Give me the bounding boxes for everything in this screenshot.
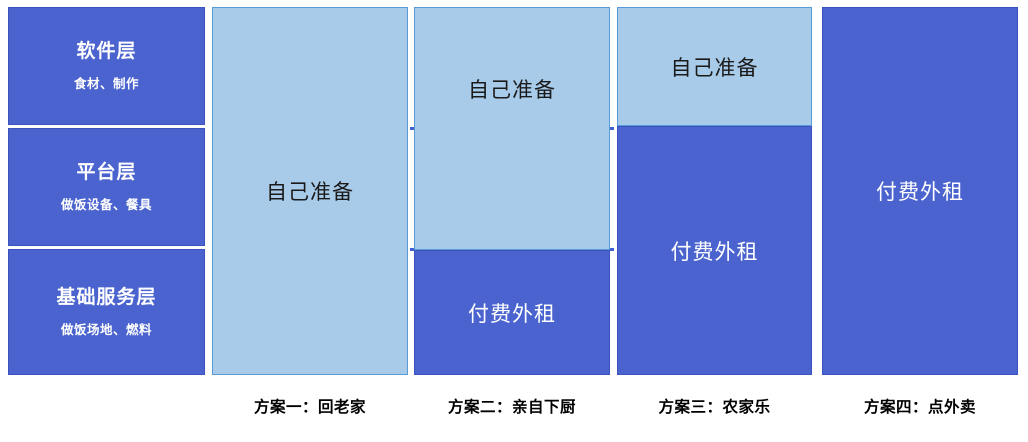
option-4-block-paid-rental[interactable]: 付费外租 [822,7,1018,375]
option-2-block-self-prepared[interactable]: 自己准备 [414,7,610,250]
layer-box-platform[interactable]: 平台层 做饭设备、餐具 [8,128,205,246]
layer-title-software: 软件层 [76,40,137,62]
caption-option-2: 方案二：亲自下厨 [447,399,576,416]
option-1-block-self-prepared[interactable]: 自己准备 [212,7,408,375]
layer-subtitle-infrastructure: 做饭场地、燃料 [60,323,152,338]
option-3-upper-label: 自己准备 [670,56,759,80]
caption-option-3: 方案三：农家乐 [658,399,771,416]
option-3-lower-label: 付费外租 [670,240,759,264]
option-2-upper-label: 自己准备 [468,78,556,102]
option-2-block-paid-rental[interactable]: 付费外租 [414,250,610,375]
caption-row: 方案一：回老家 方案二：亲自下厨 方案三：农家乐 方案四：点外卖 [0,395,1028,425]
option-column-1: 自己准备 [212,7,408,375]
layer-title-platform: 平台层 [76,161,137,183]
option-4-block-label: 付费外租 [876,181,964,204]
option-column-3: 自己准备 付费外租 [617,7,812,375]
layer-box-infrastructure[interactable]: 基础服务层 做饭场地、燃料 [8,249,205,375]
option-2-lower-label: 付费外租 [468,302,556,326]
option-column-2: 自己准备 付费外租 [414,7,610,375]
layer-subtitle-platform: 做饭设备、餐具 [60,198,152,213]
caption-option-1: 方案一：回老家 [253,399,366,416]
layer-title-infrastructure: 基础服务层 [56,286,157,308]
option-3-block-paid-rental[interactable]: 付费外租 [617,126,812,375]
layer-box-software[interactable]: 软件层 食材、制作 [8,7,205,125]
layer-legend-column: 软件层 食材、制作 平台层 做饭设备、餐具 基础服务层 做饭场地、燃料 [8,7,205,375]
option-3-block-self-prepared[interactable]: 自己准备 [617,7,812,126]
option-column-4: 付费外租 [822,7,1018,375]
option-1-block-label: 自己准备 [266,181,354,204]
caption-option-4: 方案四：点外卖 [863,399,976,416]
layer-subtitle-software: 食材、制作 [73,77,139,92]
